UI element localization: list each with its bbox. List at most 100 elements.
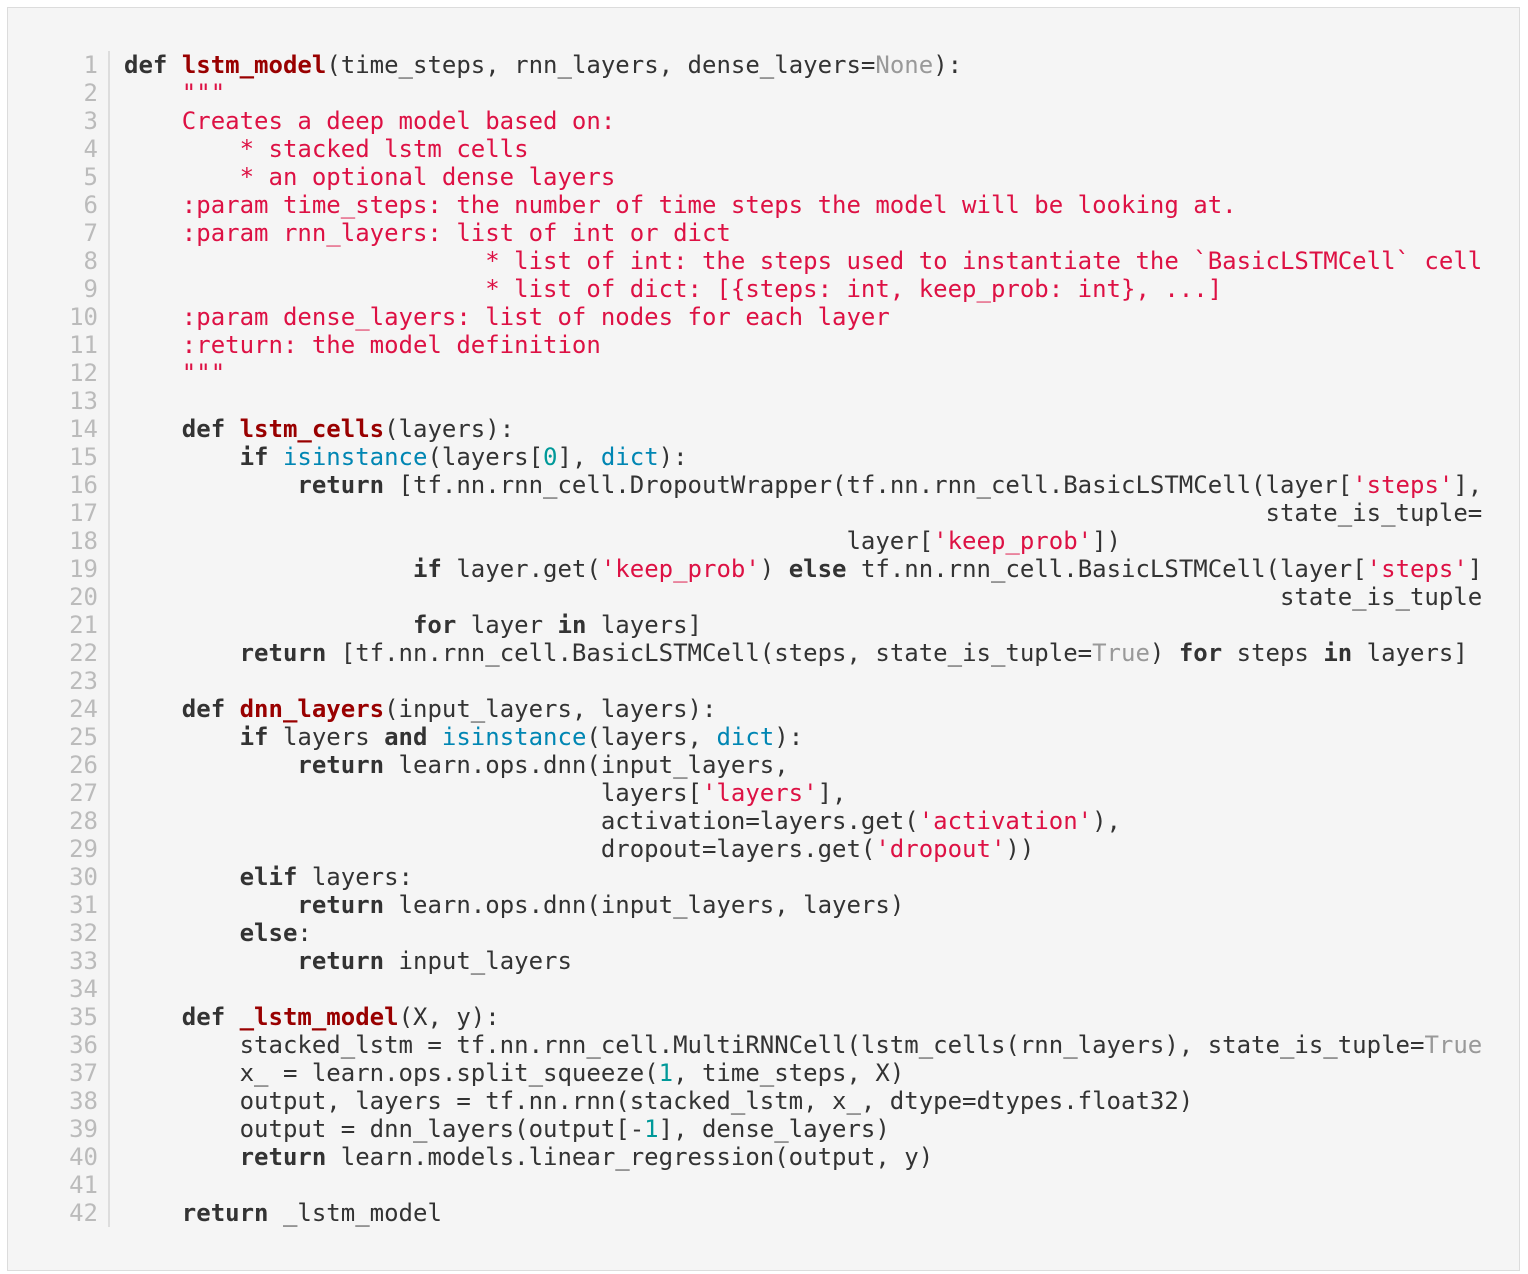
line-number: 15 xyxy=(68,443,110,471)
code-text xyxy=(225,1003,239,1031)
code-line: 25 if layers and isinstance(layers, dict… xyxy=(68,723,1482,751)
code-line: 13 xyxy=(68,387,1482,415)
code-line: 16 return [tf.nn.rnn_cell.DropoutWrapper… xyxy=(68,471,1482,499)
code-text: activation=layers.get( xyxy=(124,807,919,835)
keyword: if xyxy=(412,555,442,583)
code-text: learn.models.linear_regression(output, y… xyxy=(326,1143,934,1171)
keyword: def xyxy=(181,1003,226,1031)
code-text: [tf.nn.rnn_cell.DropoutWrapper(tf.nn.rnn… xyxy=(384,471,1353,499)
string: * stacked lstm cells xyxy=(124,135,529,163)
code-text: ): xyxy=(774,723,804,751)
string: """ xyxy=(124,79,226,107)
code-text: , time_steps, X) xyxy=(673,1059,905,1087)
code-line: 4 * stacked lstm cells xyxy=(68,135,1482,163)
builtin: dict xyxy=(716,723,775,751)
line-source: state_is_tuple xyxy=(110,583,1482,611)
line-source: return learn.models.linear_regression(ou… xyxy=(110,1143,1482,1171)
line-source xyxy=(110,667,1482,695)
code-text xyxy=(124,555,413,583)
line-source: stacked_lstm = tf.nn.rnn_cell.MultiRNNCe… xyxy=(110,1031,1482,1059)
string: :param rnn_layers: list of int or dict xyxy=(124,219,731,247)
line-number: 36 xyxy=(68,1031,110,1059)
code-text: (layers[ xyxy=(427,443,544,471)
line-number: 9 xyxy=(68,275,110,303)
code-line: 11 :return: the model definition xyxy=(68,331,1482,359)
code-text: learn.ops.dnn(input_layers, layers) xyxy=(384,891,905,919)
code-text: (layers, xyxy=(586,723,717,751)
line-source: layer['keep_prob']) xyxy=(110,527,1482,555)
code-text xyxy=(225,415,239,443)
code-line: 14 def lstm_cells(layers): xyxy=(68,415,1482,443)
code-line: 30 elif layers: xyxy=(68,863,1482,891)
keyword: else xyxy=(239,919,298,947)
code-line: 15 if isinstance(layers[0], dict): xyxy=(68,443,1482,471)
line-number: 38 xyxy=(68,1087,110,1115)
code-text xyxy=(124,695,182,723)
code-text: : xyxy=(297,919,312,947)
keyword: in xyxy=(1323,639,1353,667)
code-line: 24 def dnn_layers(input_layers, layers): xyxy=(68,695,1482,723)
line-source: :param time_steps: the number of time st… xyxy=(110,191,1482,219)
line-source: x_ = learn.ops.split_squeeze(1, time_ste… xyxy=(110,1059,1482,1087)
line-source: else: xyxy=(110,919,1482,947)
code-text xyxy=(124,415,182,443)
line-number: 34 xyxy=(68,975,110,1003)
line-number: 10 xyxy=(68,303,110,331)
line-number: 25 xyxy=(68,723,110,751)
code-text: tf.nn.rnn_cell.BasicLSTMCell(layer[ xyxy=(846,555,1367,583)
keyword: for xyxy=(1178,639,1223,667)
code-line: 2 """ xyxy=(68,79,1482,107)
code-text: )) xyxy=(1005,835,1035,863)
code-text: state_is_tuple= xyxy=(124,499,1482,527)
code-line: 37 x_ = learn.ops.split_squeeze(1, time_… xyxy=(68,1059,1482,1087)
code-text xyxy=(124,639,240,667)
line-number: 29 xyxy=(68,835,110,863)
code-text: _lstm_model xyxy=(268,1199,442,1227)
line-number: 18 xyxy=(68,527,110,555)
code-line: 20 state_is_tuple xyxy=(68,583,1482,611)
line-number: 6 xyxy=(68,191,110,219)
line-number: 11 xyxy=(68,331,110,359)
code-text xyxy=(124,1199,182,1227)
code-text: ]) xyxy=(1092,527,1122,555)
string: :return: the model definition xyxy=(124,331,601,359)
code-text xyxy=(225,695,239,723)
constant: True xyxy=(1424,1031,1482,1059)
code-text: output, layers = tf.nn.rnn(stacked_lstm,… xyxy=(124,1087,1194,1115)
code-line: 23 xyxy=(68,667,1482,695)
line-source: return learn.ops.dnn(input_layers, xyxy=(110,751,1482,779)
code-text: ), xyxy=(1092,807,1122,835)
code-text: ): xyxy=(658,443,688,471)
line-number: 17 xyxy=(68,499,110,527)
line-source: state_is_tuple= xyxy=(110,499,1482,527)
line-number: 37 xyxy=(68,1059,110,1087)
string: 'layers' xyxy=(701,779,818,807)
code-text: state_is_tuple xyxy=(124,583,1482,611)
builtin: isinstance xyxy=(282,443,428,471)
line-source: def dnn_layers(input_layers, layers): xyxy=(110,695,1482,723)
code-text xyxy=(269,443,283,471)
line-number: 13 xyxy=(68,387,110,415)
code-text: layers] xyxy=(586,611,702,639)
function-name: lstm_model xyxy=(181,51,327,79)
keyword: elif xyxy=(239,863,298,891)
line-source: if isinstance(layers[0], dict): xyxy=(110,443,1482,471)
code-text xyxy=(124,443,240,471)
function-name: lstm_cells xyxy=(239,415,385,443)
code-line: 29 dropout=layers.get('dropout')) xyxy=(68,835,1482,863)
line-number: 4 xyxy=(68,135,110,163)
line-number: 39 xyxy=(68,1115,110,1143)
string: :param dense_layers: list of nodes for e… xyxy=(124,303,890,331)
code-text: layers] xyxy=(1352,639,1468,667)
code-text: ) xyxy=(759,555,789,583)
code-line: 41 xyxy=(68,1171,1482,1199)
code-line: 6 :param time_steps: the number of time … xyxy=(68,191,1482,219)
code-text xyxy=(167,51,181,79)
keyword: return xyxy=(297,891,385,919)
line-number: 26 xyxy=(68,751,110,779)
code-line: 31 return learn.ops.dnn(input_layers, la… xyxy=(68,891,1482,919)
line-number: 19 xyxy=(68,555,110,583)
keyword: return xyxy=(181,1199,269,1227)
